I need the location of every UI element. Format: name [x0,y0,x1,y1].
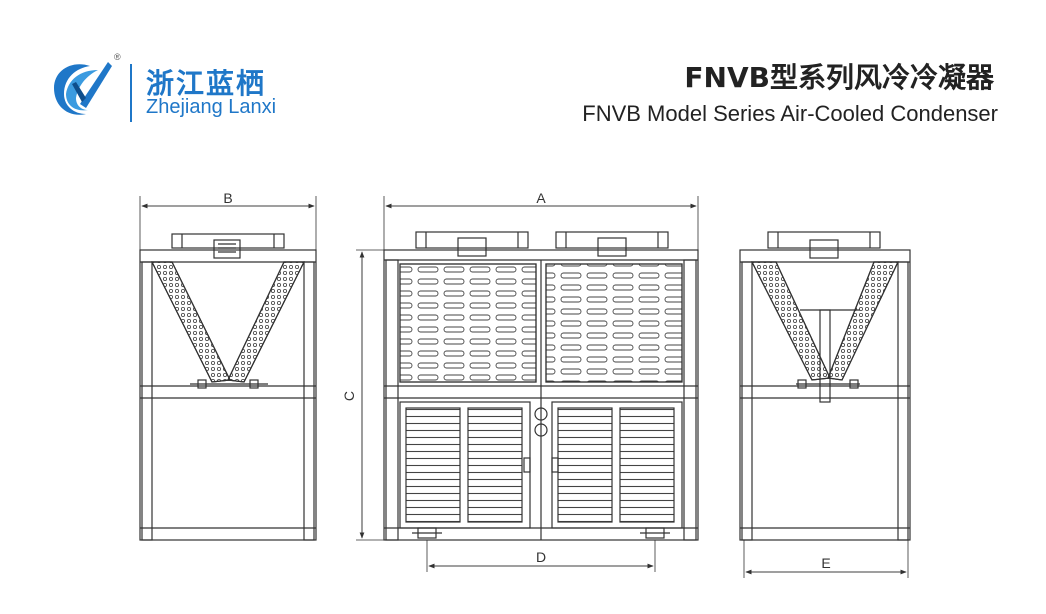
dimension-label-a: A [536,190,546,206]
dimension-label-b: B [223,190,232,206]
registered-mark: ® [114,52,121,62]
logo-divider [130,64,132,122]
brand-name-cn: 浙江蓝栖 [146,67,267,100]
page-title-en: FNVB Model Series Air-Cooled Condenser [582,101,998,126]
dimension-label-c: C [341,391,357,401]
brand-name-en: Zhejiang Lanxi [146,96,277,118]
dimension-label-e: E [821,555,830,571]
front-view [356,196,699,572]
dimension-label-d: D [536,549,546,565]
side-view-right [739,231,911,578]
brand-logo: ® 浙江蓝栖 Zhejiang Lanxi [46,52,306,128]
page-title-cn: FNVB型系列风冷冷凝器 [684,61,994,94]
side-view-left [139,196,317,541]
brand-logo-icon [54,62,112,115]
